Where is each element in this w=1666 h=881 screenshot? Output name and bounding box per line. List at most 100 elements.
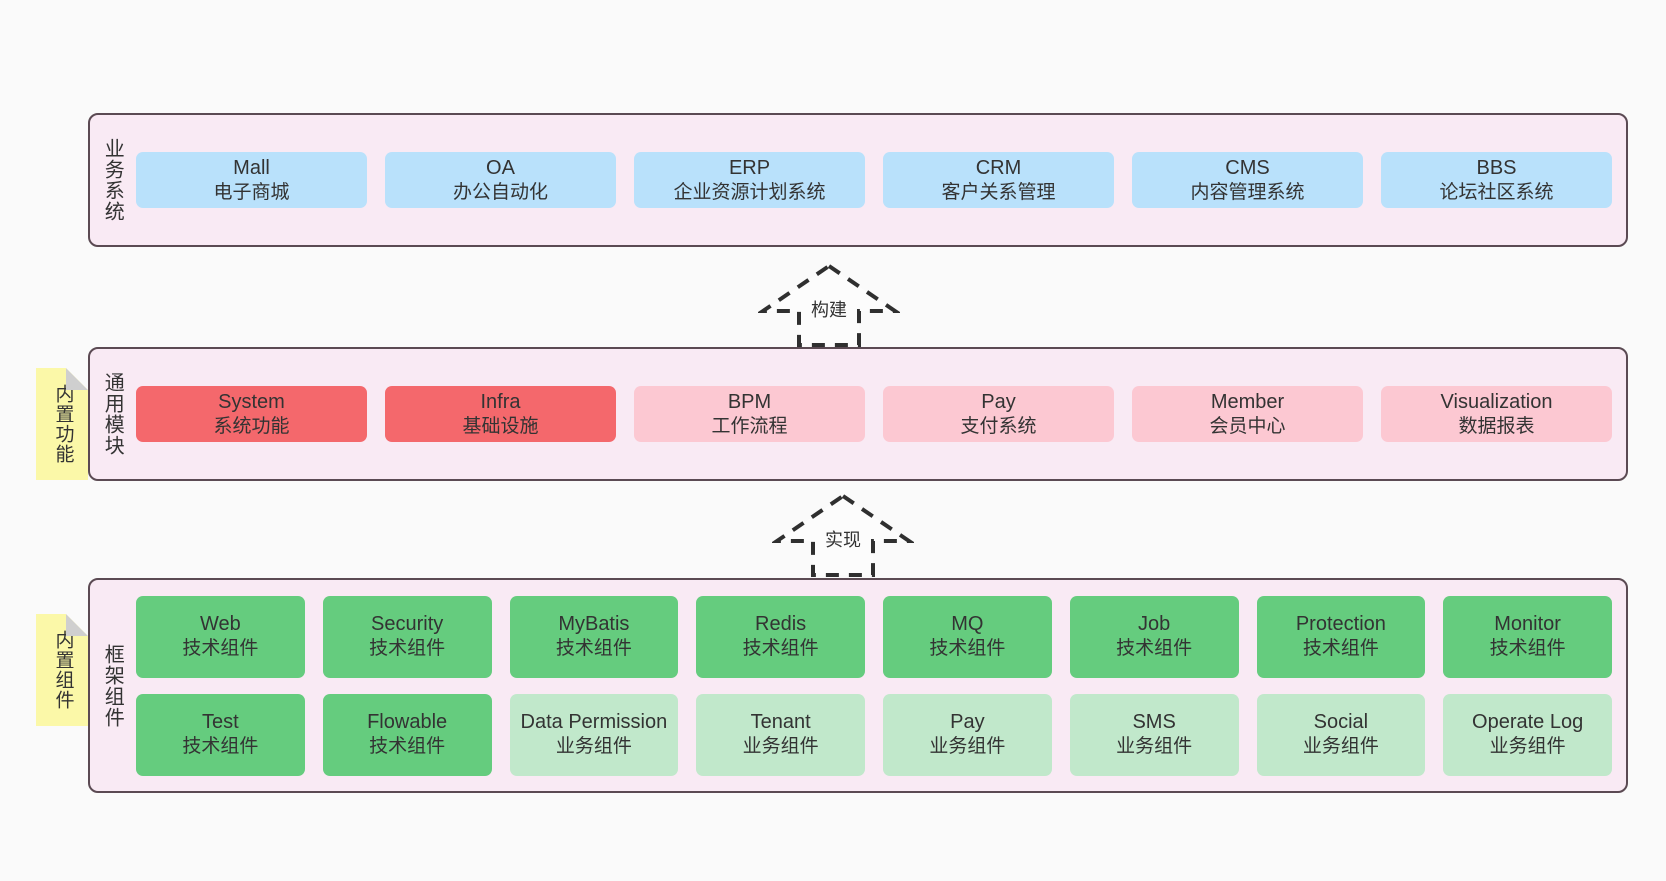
card-title: Monitor (1494, 613, 1561, 636)
card-subtitle: 会员中心 (1209, 415, 1286, 437)
card-system[interactable]: System 系统功能 (136, 385, 367, 443)
card-sms[interactable]: SMS 业务组件 (1069, 693, 1239, 776)
layer-label-common-modules: 通用模块 (101, 372, 124, 456)
card-web[interactable]: Web 技术组件 (136, 595, 305, 678)
card-subtitle: 电子商城 (213, 181, 290, 203)
card-pay-module[interactable]: Pay 支付系统 (883, 385, 1114, 443)
card-title: Job (1138, 613, 1171, 636)
card-subtitle: 技术组件 (1489, 638, 1566, 660)
card-title: Redis (755, 613, 807, 636)
card-visualization[interactable]: Visualization 数据报表 (1381, 385, 1612, 443)
card-subtitle: 技术组件 (369, 638, 446, 660)
card-monitor[interactable]: Monitor 技术组件 (1443, 595, 1612, 678)
card-title: Operate Log (1472, 711, 1584, 734)
card-subtitle: 客户关系管理 (941, 181, 1056, 203)
note-builtin-function: 内置功能 (36, 368, 88, 480)
card-subtitle: 技术组件 (929, 638, 1006, 660)
card-mq[interactable]: MQ 技术组件 (883, 595, 1052, 678)
card-bpm[interactable]: BPM 工作流程 (634, 385, 865, 443)
card-title: CMS (1225, 156, 1270, 179)
card-row: Mall 电子商城 OA 办公自动化 ERP 企业资源计划系统 CRM 客户关系… (136, 151, 1612, 209)
card-subtitle: 业务组件 (1489, 736, 1566, 758)
note-fold-icon (66, 368, 88, 390)
card-member[interactable]: Member 会员中心 (1132, 385, 1363, 443)
card-pay-component[interactable]: Pay 业务组件 (883, 693, 1052, 776)
card-mybatis[interactable]: MyBatis 技术组件 (509, 595, 679, 678)
card-subtitle: 技术组件 (555, 638, 632, 660)
card-subtitle: 支付系统 (960, 415, 1037, 437)
card-subtitle: 工作流程 (711, 415, 788, 437)
card-title: Social (1313, 711, 1369, 734)
card-title: Member (1210, 390, 1285, 413)
card-security[interactable]: Security 技术组件 (322, 595, 492, 678)
layer-body-business-systems: Mall 电子商城 OA 办公自动化 ERP 企业资源计划系统 CRM 客户关系… (134, 115, 1626, 245)
card-title: CRM (975, 156, 1022, 179)
card-title: BBS (1476, 156, 1517, 179)
layer-label-framework-components: 框架组件 (101, 643, 124, 728)
card-data-permission[interactable]: Data Permission 业务组件 (509, 693, 679, 776)
card-operate-log[interactable]: Operate Log 业务组件 (1443, 693, 1612, 776)
card-mall[interactable]: Mall 电子商城 (136, 151, 367, 209)
card-row: System 系统功能 Infra 基础设施 BPM 工作流程 Pay 支付系统… (136, 385, 1612, 443)
card-test[interactable]: Test 技术组件 (136, 693, 305, 776)
card-bbs[interactable]: BBS 论坛社区系统 (1381, 151, 1612, 209)
layer-business-systems: 业务系统 Mall 电子商城 OA 办公自动化 ERP 企业资源计划系统 CRM… (88, 113, 1628, 247)
build-arrow: 构建 (758, 262, 900, 347)
card-subtitle: 论坛社区系统 (1439, 181, 1554, 203)
card-subtitle: 业务组件 (742, 736, 819, 758)
card-erp[interactable]: ERP 企业资源计划系统 (634, 151, 865, 209)
card-subtitle: 技术组件 (182, 736, 259, 758)
card-flowable[interactable]: Flowable 技术组件 (322, 693, 492, 776)
card-title: ERP (728, 156, 771, 179)
card-subtitle: 技术组件 (182, 638, 259, 660)
card-row: Test 技术组件 Flowable 技术组件 Data Permission … (136, 693, 1612, 776)
card-title: BPM (727, 390, 772, 413)
card-title: Test (202, 711, 239, 734)
implement-arrow: 实现 (772, 492, 914, 577)
card-title: SMS (1132, 711, 1176, 734)
card-crm[interactable]: CRM 客户关系管理 (883, 151, 1114, 209)
note-fold-icon (66, 614, 88, 636)
card-subtitle: 技术组件 (369, 736, 446, 758)
implement-arrow-label: 实现 (825, 530, 861, 550)
card-subtitle: 技术组件 (1116, 638, 1193, 660)
card-row: Web 技术组件 Security 技术组件 MyBatis 技术组件 Redi… (136, 595, 1612, 678)
build-arrow-label: 构建 (811, 300, 847, 320)
card-title: MyBatis (558, 613, 630, 636)
card-tenant[interactable]: Tenant 业务组件 (696, 693, 865, 776)
card-subtitle: 系统功能 (213, 415, 290, 437)
card-social[interactable]: Social 业务组件 (1256, 693, 1426, 776)
card-subtitle: 业务组件 (929, 736, 1006, 758)
card-subtitle: 业务组件 (1302, 736, 1379, 758)
card-title: Tenant (750, 711, 811, 734)
card-title: Mall (233, 156, 270, 179)
card-title: Infra (480, 390, 521, 413)
layer-framework-components: 框架组件 Web 技术组件 Security 技术组件 MyBatis 技术组件… (88, 578, 1628, 793)
card-title: Data Permission (520, 711, 668, 734)
card-title: Visualization (1440, 390, 1553, 413)
layer-label-business-systems: 业务系统 (101, 138, 124, 222)
card-subtitle: 业务组件 (555, 736, 632, 758)
card-subtitle: 业务组件 (1116, 736, 1193, 758)
card-job[interactable]: Job 技术组件 (1069, 595, 1239, 678)
note-builtin-component: 内置组件 (36, 614, 88, 726)
card-protection[interactable]: Protection 技术组件 (1256, 595, 1426, 678)
card-redis[interactable]: Redis 技术组件 (696, 595, 865, 678)
note-label: 内置功能 (52, 384, 74, 464)
card-subtitle: 企业资源计划系统 (673, 181, 826, 203)
card-title: Flowable (367, 711, 448, 734)
card-title: Pay (981, 390, 1016, 413)
card-subtitle: 技术组件 (1302, 638, 1379, 660)
card-subtitle: 内容管理系统 (1190, 181, 1305, 203)
card-title: Protection (1295, 613, 1386, 636)
card-title: Pay (950, 711, 985, 734)
card-infra[interactable]: Infra 基础设施 (385, 385, 616, 443)
card-title: Security (371, 613, 444, 636)
card-cms[interactable]: CMS 内容管理系统 (1132, 151, 1363, 209)
card-subtitle: 办公自动化 (452, 181, 548, 203)
card-oa[interactable]: OA 办公自动化 (385, 151, 616, 209)
card-subtitle: 技术组件 (742, 638, 819, 660)
card-title: MQ (951, 613, 984, 636)
card-subtitle: 基础设施 (462, 415, 539, 437)
